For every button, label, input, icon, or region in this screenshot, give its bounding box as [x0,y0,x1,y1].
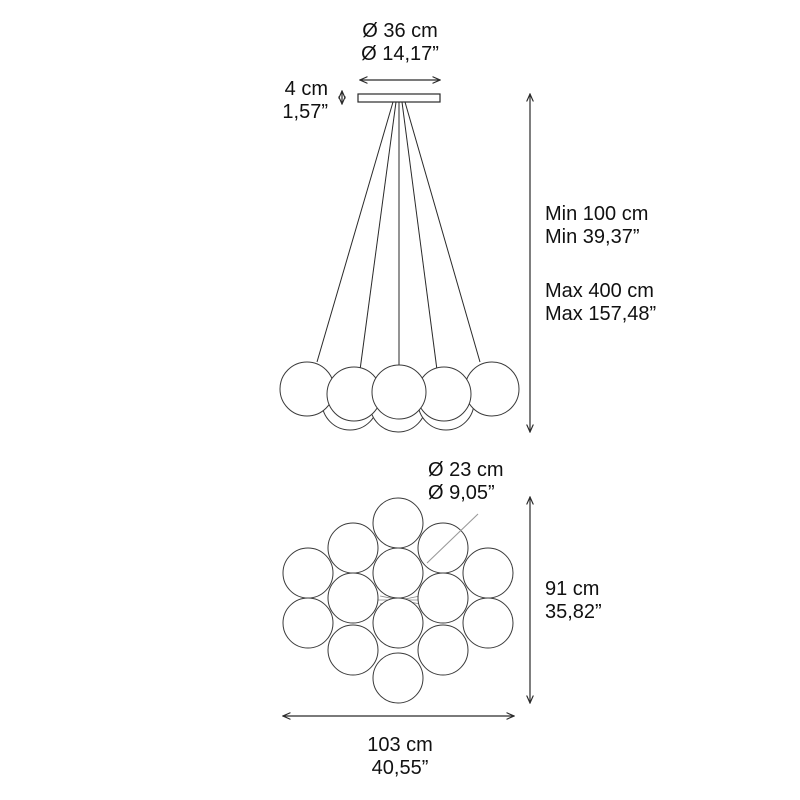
canopy-diameter-in: Ø 14,17” [361,43,439,65]
globe-front-5 [464,361,520,417]
plan-globe-inner-top [372,547,424,599]
suspension-cables [316,101,481,371]
plan-globe-lower-left [327,624,379,676]
drop-max-in: Max 157,48” [545,303,657,325]
drop-min-cm: Min 100 cm [545,203,649,225]
cluster-depth-label: 91 cm 35,82” [545,578,602,624]
side-elevation [279,80,530,432]
canopy-height-in: 1,57” [282,101,328,123]
drop-min-in: Min 39,37” [545,226,640,248]
cluster-width-label: 103 cm 40,55” [340,734,460,780]
canopy-height-cm: 4 cm [284,78,328,100]
plan-view [283,497,530,716]
plan-globe-inner-left-1 [327,572,379,624]
cluster-depth-in: 35,82” [545,601,602,623]
canopy-diameter-cm: Ø 36 cm [362,20,438,42]
drop-min-label: Min 100 cm Min 39,37” [545,203,648,249]
drop-max-label: Max 400 cm Max 157,48” [545,280,656,326]
plan-globe-inner-bottom [372,597,424,649]
plan-globe-top [372,497,424,549]
globe-front-1 [279,361,335,417]
globe-diameter-cm: Ø 23 cm [428,459,504,481]
globe-diameter-label: Ø 23 cm Ø 9,05” [428,459,504,505]
ceiling-canopy [357,93,441,103]
plan-globe-outer-left-1 [282,547,334,599]
plan-globe-outer-right-2 [462,597,514,649]
globe-front-3 [371,364,427,420]
cluster-width-in: 40,55” [371,757,429,779]
plan-globe-outer-right-1 [462,547,514,599]
globe-diameter-leader [426,513,479,564]
drop-max-cm: Max 400 cm [545,280,654,302]
canopy-height-label: 4 cm 1,57” [250,78,328,124]
plan-globe-outer-left-2 [282,597,334,649]
plan-globe-upper-left [327,522,379,574]
plan-globe-inner-right-1 [417,572,469,624]
plan-globe-bottom [372,652,424,704]
cluster-width-cm: 103 cm [367,734,433,756]
canopy-diameter-label: Ø 36 cm Ø 14,17” [335,20,465,66]
plan-globe-lower-right [417,624,469,676]
globe-diameter-in: Ø 9,05” [428,482,495,504]
cluster-depth-cm: 91 cm [545,578,600,600]
